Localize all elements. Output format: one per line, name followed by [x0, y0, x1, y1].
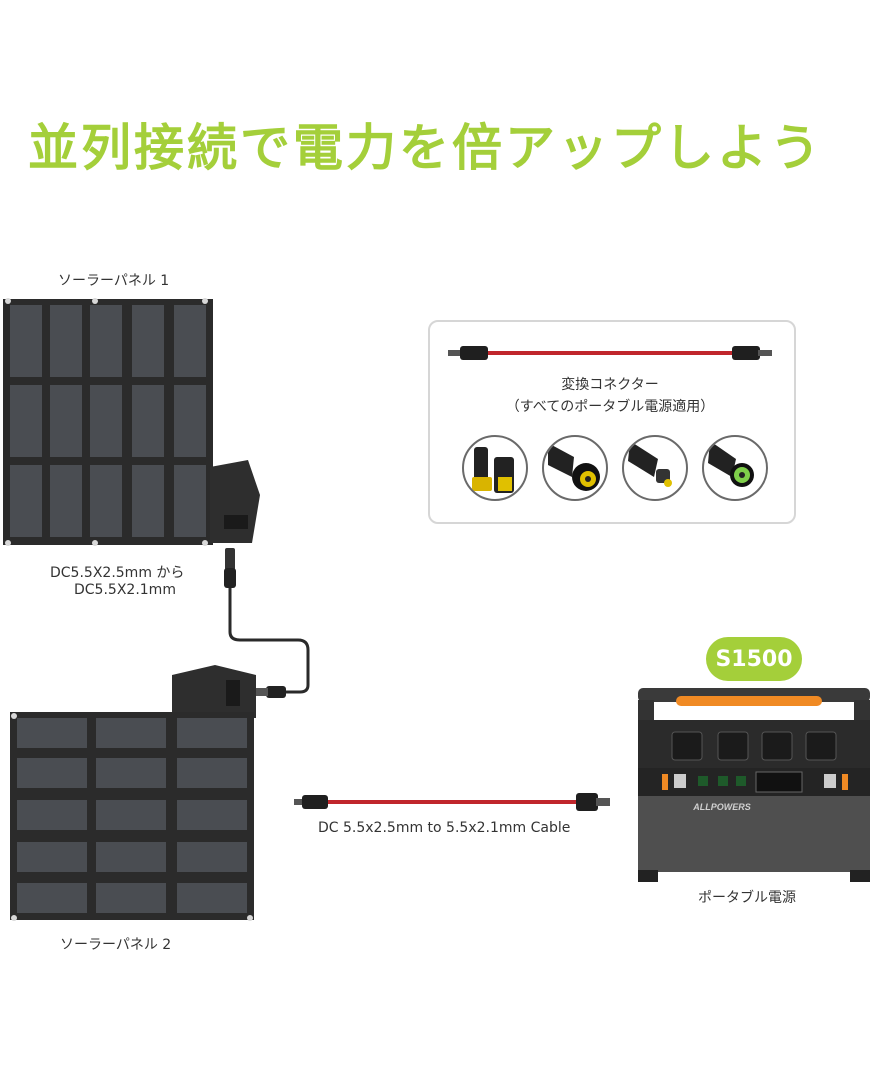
solar-panel-1 [3, 298, 260, 546]
headline: 並列接続で電力を倍アップしよう [28, 119, 823, 177]
adapter-label-line2: DC5.5X2.1mm [74, 582, 176, 598]
power-station: ALLPOWERS [638, 688, 870, 882]
junction-pocket [210, 460, 260, 543]
tip-lenovo-icon [462, 435, 528, 501]
connector-cable [448, 346, 772, 360]
station-label: ポータブル電源 [698, 890, 796, 906]
panel2-label: ソーラーパネル 2 [60, 937, 172, 953]
tip-round-green-icon [702, 435, 768, 501]
connector-subtitle: （すべてのポータブル電源適用） [505, 399, 715, 415]
adapter-label-line1: DC5.5X2.5mm から [50, 565, 185, 581]
junction-pocket [172, 665, 256, 718]
main-cable [294, 793, 610, 811]
tip-round-small-icon [622, 435, 688, 501]
model-badge: S1500 [706, 637, 802, 681]
brand-logo: ALLPOWERS [692, 802, 751, 812]
carry-handle [676, 696, 822, 706]
cable-label: DC 5.5x2.5mm to 5.5x2.1mm Cable [318, 820, 571, 836]
panel1-label: ソーラーパネル 1 [58, 273, 170, 289]
solar-panel-2 [10, 665, 256, 921]
tip-round-large-icon [542, 435, 608, 501]
connector-title: 変換コネクター [561, 377, 659, 393]
panel-adapter-cable [224, 548, 310, 698]
